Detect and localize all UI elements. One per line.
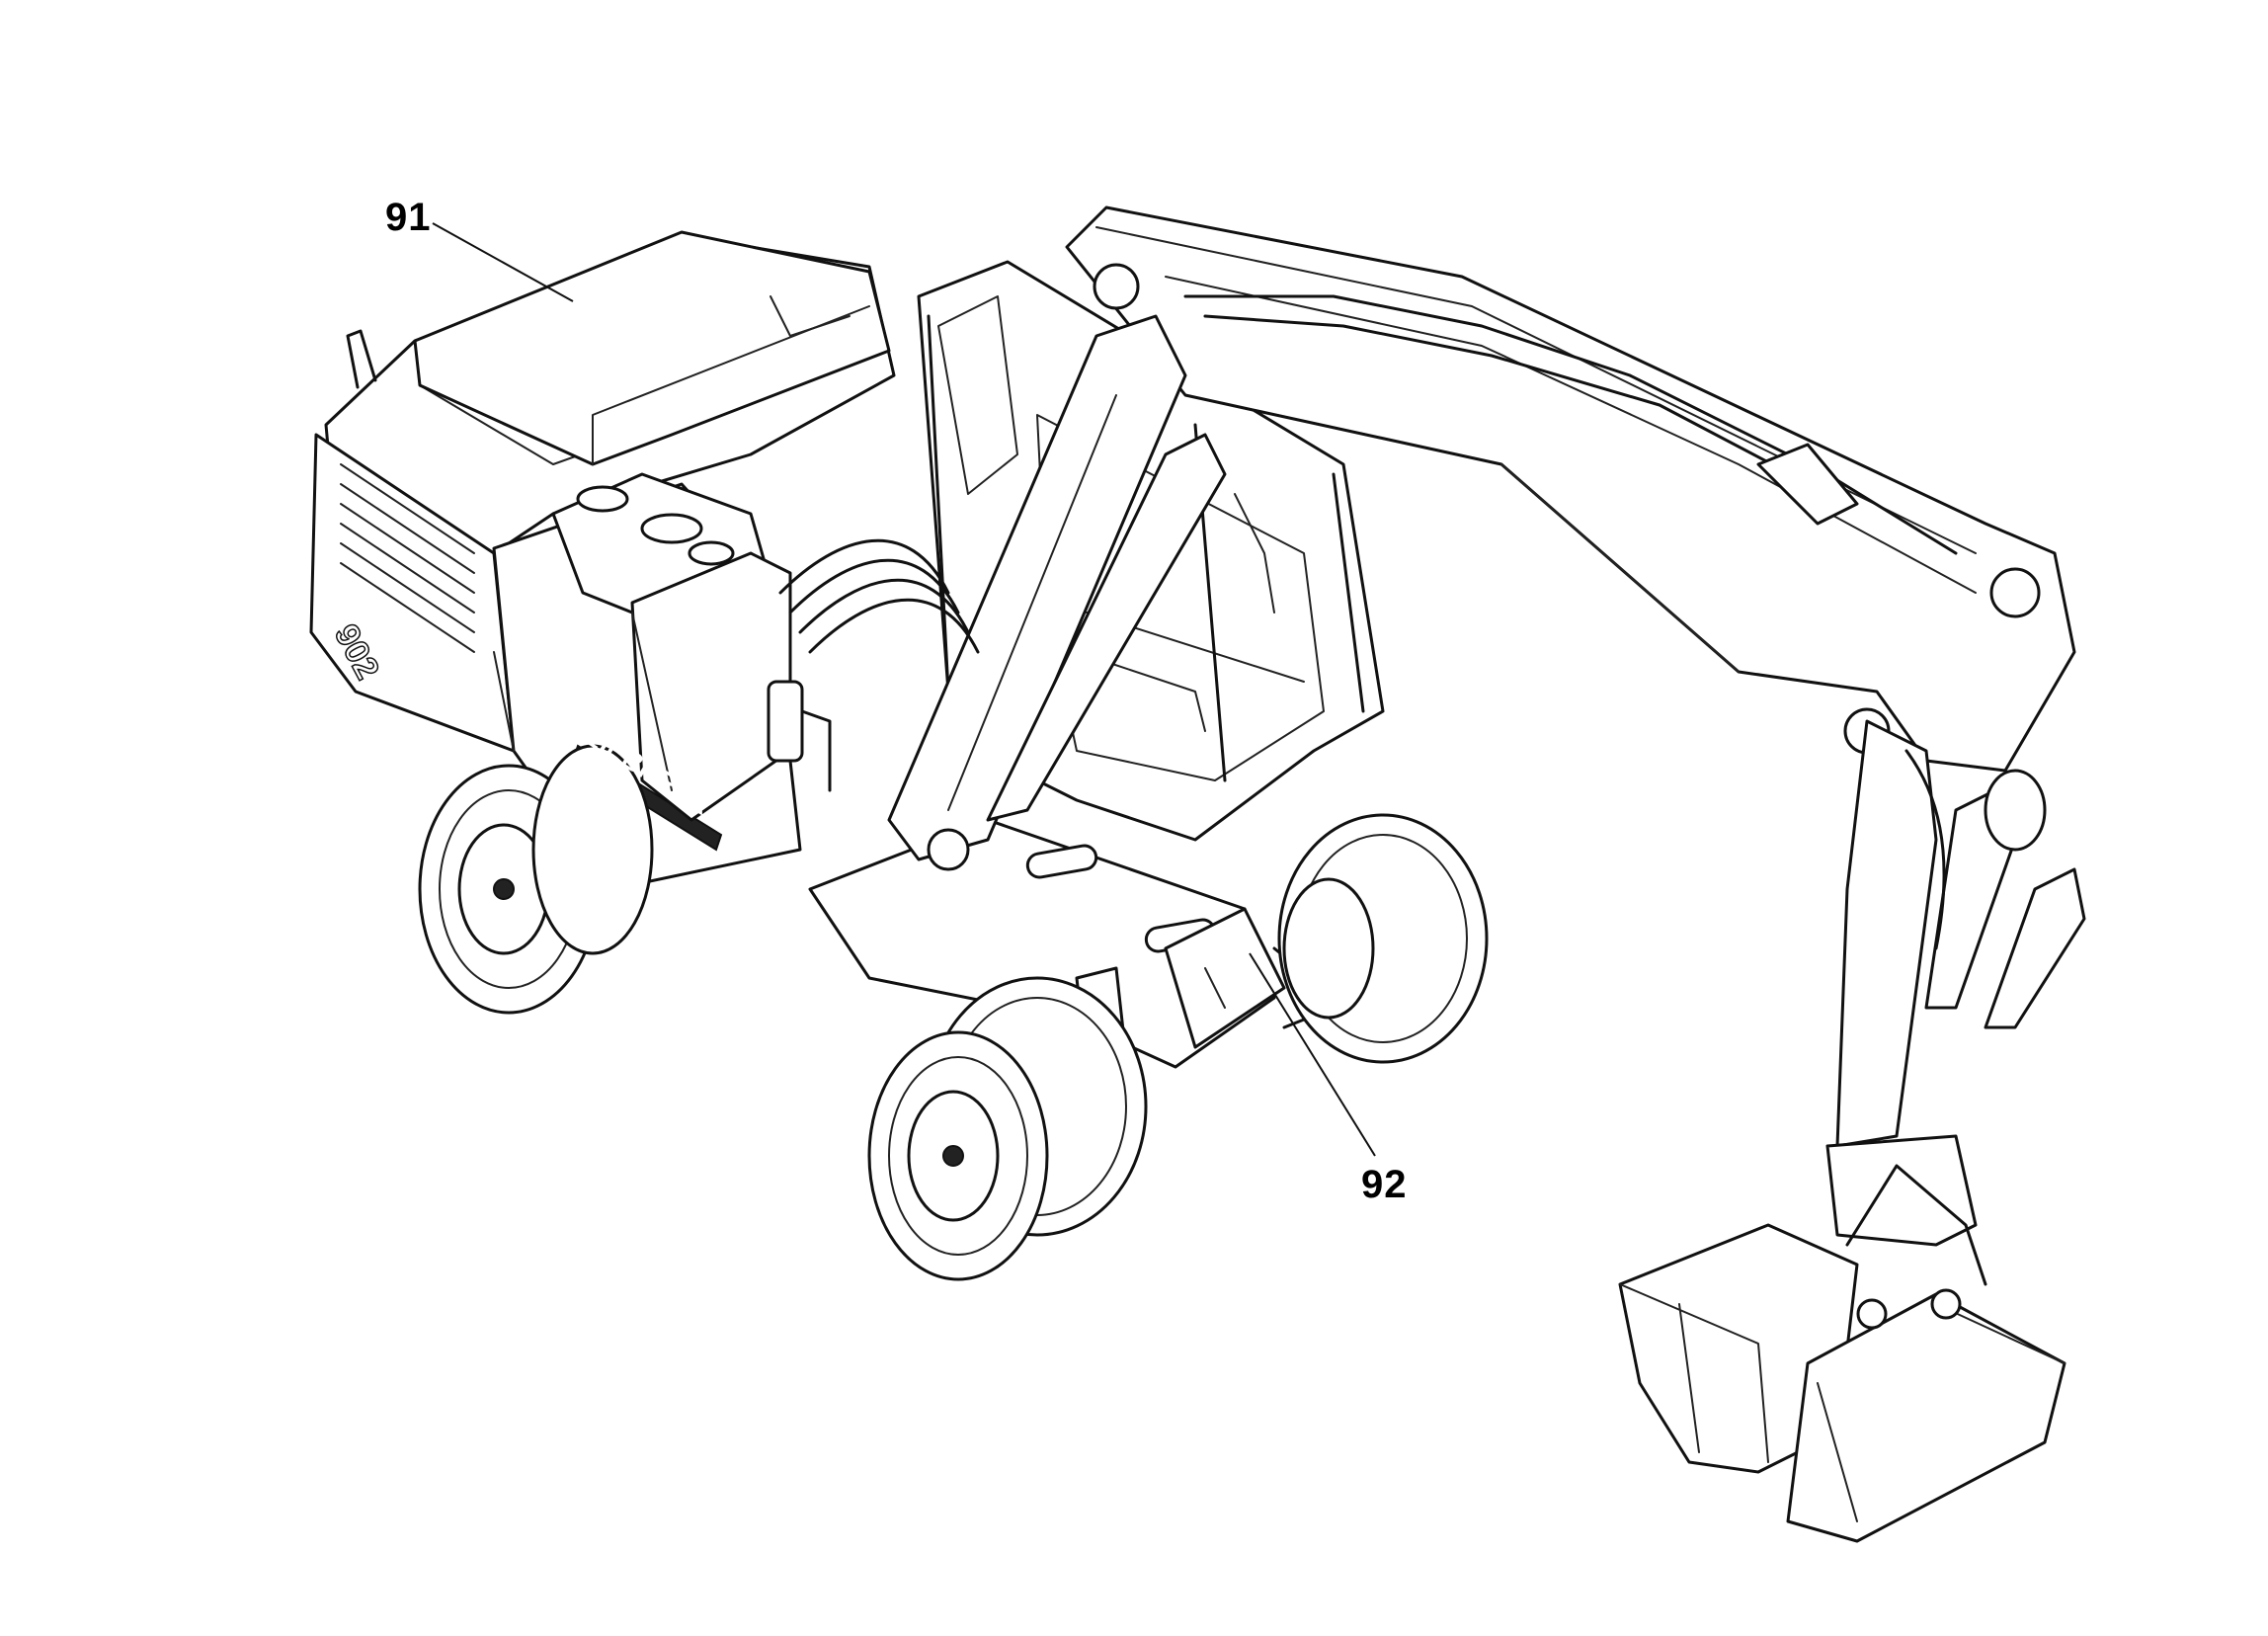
leader-line-92 xyxy=(1249,952,1376,1157)
callout-91-engine-hood: 91 xyxy=(385,196,432,239)
undercarriage xyxy=(808,818,1365,1069)
side-mirror xyxy=(767,680,832,792)
stick-arm xyxy=(1835,719,2086,1148)
leader-line-91 xyxy=(432,222,574,302)
hydraulic-hoses xyxy=(778,538,980,654)
exhaust-pipe xyxy=(346,329,377,389)
clamshell-grab xyxy=(1618,1134,2066,1543)
boom-cylinder xyxy=(887,314,1227,871)
engine-hood xyxy=(413,230,891,466)
front-right-wheel xyxy=(1277,813,1489,1064)
boom xyxy=(1065,205,2076,773)
rear-right-wheel xyxy=(531,744,654,955)
front-left-wheel xyxy=(867,976,1148,1281)
callout-92-undercarriage: 92 xyxy=(1361,1163,1408,1206)
rear-vent-grille xyxy=(340,463,475,653)
